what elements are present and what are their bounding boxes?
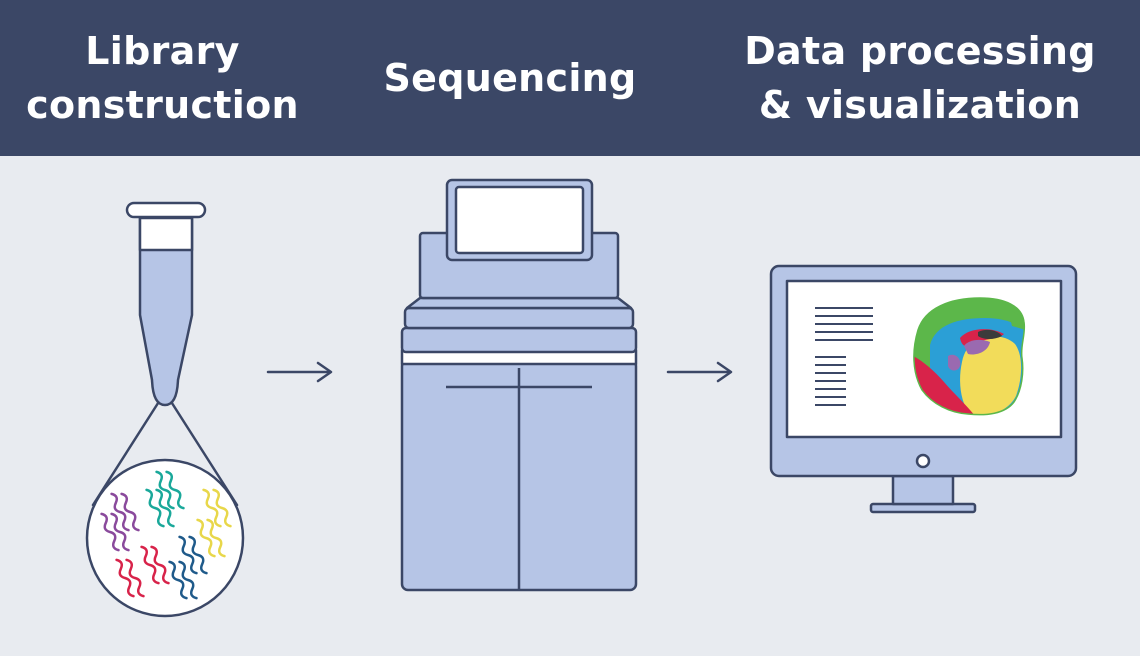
brain-outline xyxy=(913,297,1026,416)
tube-body xyxy=(138,216,194,407)
monitor-power-button xyxy=(915,453,931,469)
illustration-canvas xyxy=(85,178,1078,618)
dna-strand xyxy=(168,560,188,600)
dna-strand xyxy=(212,488,232,528)
header-bar: Library construction Sequencing Data pro… xyxy=(0,0,1140,156)
screen-text-lines xyxy=(815,307,873,406)
magnifier-circle xyxy=(85,458,245,618)
dna-strand xyxy=(140,545,160,585)
dna-strand xyxy=(196,518,216,558)
dna-strand xyxy=(188,535,208,575)
test-tube-icon xyxy=(91,201,239,507)
step-title-sequencing: Sequencing xyxy=(383,56,637,100)
step-title-data-processing: Data processing & visualization xyxy=(744,29,1096,127)
sequencer-screen xyxy=(454,185,585,255)
dna-strand xyxy=(110,512,130,552)
dna-strand xyxy=(178,560,198,600)
dna-magnifier-icon xyxy=(85,458,245,618)
sequencer-icon xyxy=(400,178,638,592)
dna-strand xyxy=(110,492,130,532)
dna-strand xyxy=(202,488,222,528)
dna-strand xyxy=(178,535,198,575)
tube-empty-top xyxy=(138,216,194,252)
arrow-right-icon xyxy=(266,361,333,383)
dna-strand xyxy=(125,558,145,598)
sequencer-bevel xyxy=(405,296,633,310)
dna-strand xyxy=(165,470,185,510)
sequencer-shelf xyxy=(403,306,635,330)
monitor-stand xyxy=(891,474,955,506)
dna-strand xyxy=(100,512,120,552)
dna-strand xyxy=(155,488,175,528)
sequencer-lower-ledge xyxy=(400,326,638,354)
dna-strand xyxy=(120,492,140,532)
tube-cap xyxy=(125,201,207,219)
dna-strand xyxy=(145,488,165,528)
arrow-right-icon xyxy=(666,361,733,383)
dna-strand xyxy=(150,545,170,585)
dna-strand xyxy=(115,558,135,598)
dna-strand xyxy=(155,470,175,510)
dna-strand xyxy=(206,518,226,558)
step-title-library-construction: Library construction xyxy=(26,29,299,127)
